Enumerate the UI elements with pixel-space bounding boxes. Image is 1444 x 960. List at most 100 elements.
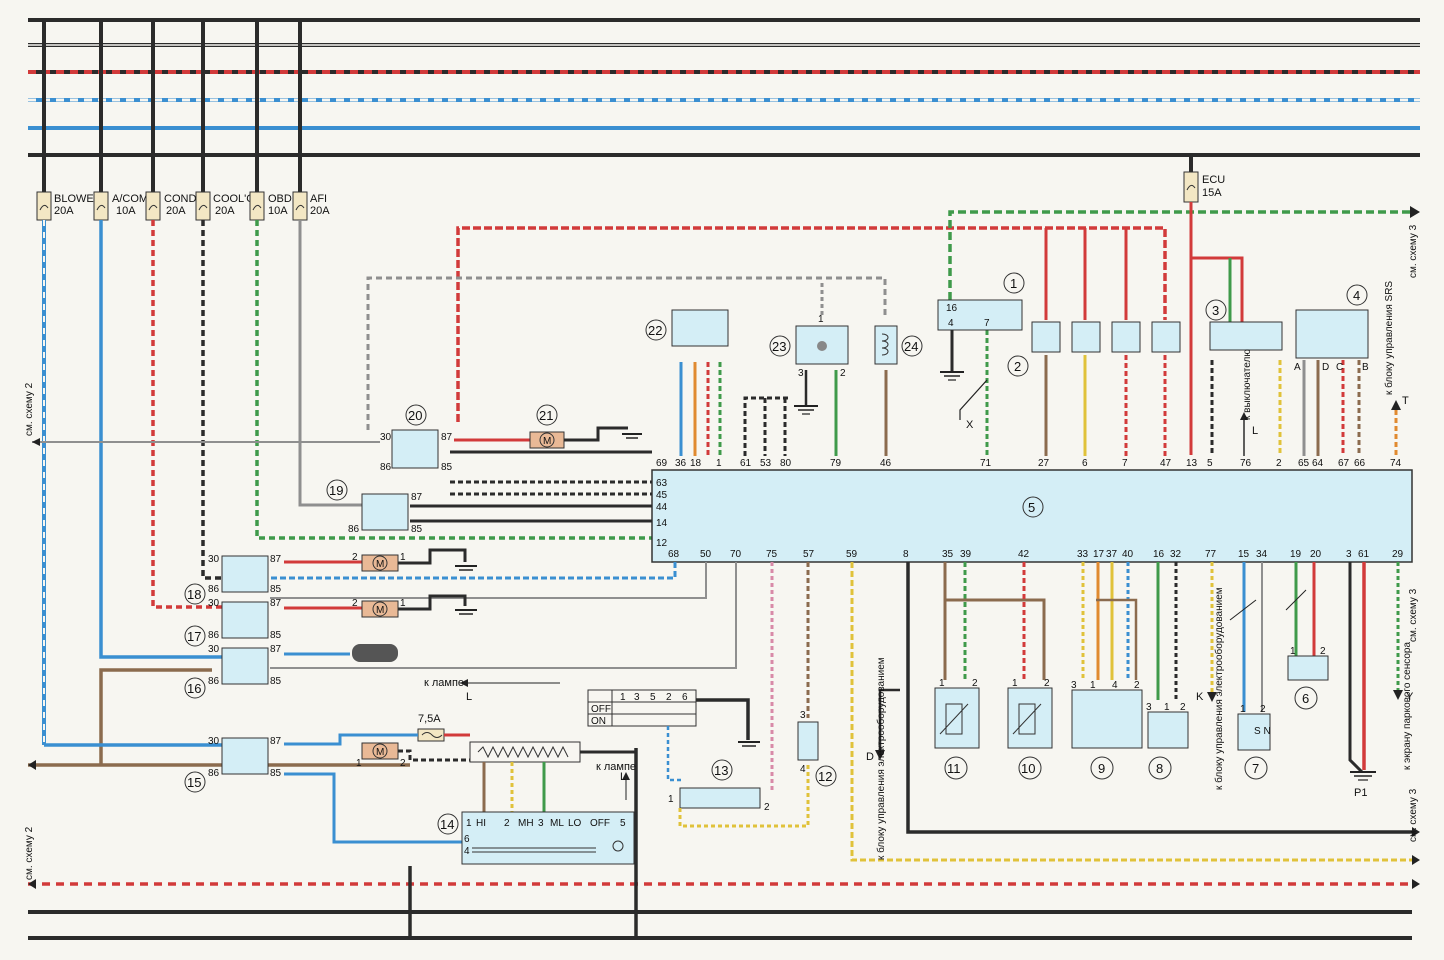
fuse-afi-name: AFI (310, 193, 327, 205)
ecu-pin-47: 47 (1160, 458, 1172, 469)
relay20-pin85: 85 (441, 462, 453, 473)
comp9-pin1: 1 (1090, 680, 1096, 691)
motor-18: M 2 1 (352, 548, 477, 572)
component-12: 3 4 12 (797, 710, 837, 787)
ref-lamp-upper: к лампе L (424, 677, 560, 703)
relay19-pin85: 85 (411, 524, 423, 535)
motor-21: M 21 (529, 404, 642, 449)
comp11-pin1: 1 (939, 678, 945, 689)
component-11: 1 2 11 (934, 678, 980, 780)
relay16-pin85: 85 (270, 676, 282, 687)
motor17-pin2: 2 (352, 598, 358, 609)
relay16-pin86: 86 (208, 676, 220, 687)
comp23-pin1: 1 (818, 314, 824, 325)
comp24-label: 24 (904, 339, 918, 354)
ecu-pin-6: 6 (1082, 458, 1088, 469)
component-1: 16 4 7 1 X (937, 272, 1025, 431)
ecu-pin-66: 66 (1354, 458, 1366, 469)
fuse-coolg-rating: 20A (215, 205, 235, 217)
switch14-pin4: 4 (464, 846, 470, 857)
switch14-pos-ml: ML (550, 818, 564, 829)
ecu-pin-20: 20 (1310, 549, 1322, 560)
ref-lamp-upper-text: к лампе (424, 677, 464, 689)
switch-table-off: OFF (591, 704, 611, 715)
comp23-label: 23 (772, 339, 786, 354)
component-9: 3 1 4 2 9 (1071, 680, 1143, 780)
fuse-acom-name: A/COM (112, 193, 148, 205)
relay16-label: 16 (187, 681, 201, 696)
ecu-block: 5 (651, 469, 1413, 563)
relay-20: 30 87 86 85 20 (380, 404, 530, 473)
ecu-pin-79: 79 (830, 458, 842, 469)
ecu-pin-33: 33 (1077, 549, 1089, 560)
comp2-label: 2 (1014, 359, 1021, 374)
switch-table-on: ON (591, 716, 606, 727)
relay16-pin30: 30 (208, 644, 220, 655)
comp4-ref-t: T (1402, 395, 1409, 407)
component-3: 3 к выключателю L (1205, 299, 1283, 437)
switch-table-c5: 5 (650, 692, 656, 703)
motor-blower-pin2: 2 (400, 758, 406, 769)
comp6-pin1: 1 (1290, 646, 1296, 657)
ecu-pin-17: 17 (1093, 549, 1105, 560)
fuse-afi: AFI 20A (292, 191, 330, 221)
fuse-cond-rating: 20A (166, 205, 186, 217)
fuse-obd-name: OBD (268, 193, 292, 205)
ecu-pin-65: 65 (1298, 458, 1310, 469)
comp1-ref-x: X (966, 419, 974, 431)
switch-table-c1: 1 (620, 692, 626, 703)
ecu-pin-29: 29 (1392, 549, 1404, 560)
ecu-pin-61: 61 (740, 458, 752, 469)
comp11-label: 11 (947, 761, 961, 776)
fuse-afi-rating: 20A (310, 205, 330, 217)
motor17-m: M (376, 605, 384, 616)
relay-17: 30 87 86 85 17 (184, 598, 362, 647)
fuse-obd: OBD 10A (249, 191, 292, 221)
ref-scheme3-top: см. схему 3 (1408, 224, 1419, 278)
lamp-ref-lower: к лампе L (596, 761, 636, 800)
ecu-pin-46: 46 (880, 458, 892, 469)
ecu-pin-2: 2 (1276, 458, 1282, 469)
relay15-pin86: 86 (208, 768, 220, 779)
fuse-acom: A/COM 10A (93, 191, 148, 221)
fuse-cond: COND 20A (145, 191, 196, 221)
ref-elec-k-letter: K (1196, 691, 1204, 703)
ecu-pin-68: 68 (668, 549, 680, 560)
ecu-pin-61-bottom: 61 (1358, 549, 1370, 560)
comp6-pin2: 2 (1320, 646, 1326, 657)
comp23-pin2: 2 (840, 368, 846, 379)
ref-elec-d-text: к блоку управления электрооборудованием (875, 657, 887, 860)
ground-p1-text: P1 (1354, 787, 1367, 799)
compressor-clutch (352, 644, 398, 662)
motor-blower-m: M (376, 747, 384, 758)
comp11-pin2: 2 (972, 678, 978, 689)
relay17-pin86: 86 (208, 630, 220, 641)
relay18-pin87: 87 (270, 554, 282, 565)
comp4-pin-c: C (1336, 362, 1343, 373)
motor21-label: 21 (539, 408, 553, 423)
component-7: S N 1 2 7 (1237, 704, 1271, 780)
relay17-label: 17 (187, 629, 201, 644)
comp12-pin3: 3 (800, 710, 806, 721)
motor18-pin1: 1 (400, 552, 406, 563)
relay17-pin85: 85 (270, 630, 282, 641)
motor18-pin2: 2 (352, 552, 358, 563)
ecu-pin-14: 14 (656, 518, 668, 529)
ref-scheme3-bottom: см. схему 3 (1408, 788, 1419, 842)
ref-elec-d-letter: D (866, 751, 874, 763)
ecu-pin-76: 76 (1240, 458, 1252, 469)
wires-ecu-bottom (270, 562, 1412, 862)
relay20-label: 20 (408, 408, 422, 423)
relay19-pin87: 87 (411, 492, 423, 503)
component-10: 1 2 10 (1007, 678, 1053, 780)
ecu-pin-18: 18 (690, 458, 702, 469)
ecu-pin-50: 50 (700, 549, 712, 560)
relay17-pin30: 30 (208, 598, 220, 609)
switch14-pin2: 2 (504, 818, 510, 829)
ecu-pin-1: 1 (716, 458, 722, 469)
relay20-pin86: 86 (380, 462, 392, 473)
comp1-pin4: 4 (948, 318, 954, 329)
component-6: 1 2 6 (1287, 646, 1329, 710)
switch-table-c2: 2 (666, 692, 672, 703)
comp8-pin2: 2 (1180, 702, 1186, 713)
